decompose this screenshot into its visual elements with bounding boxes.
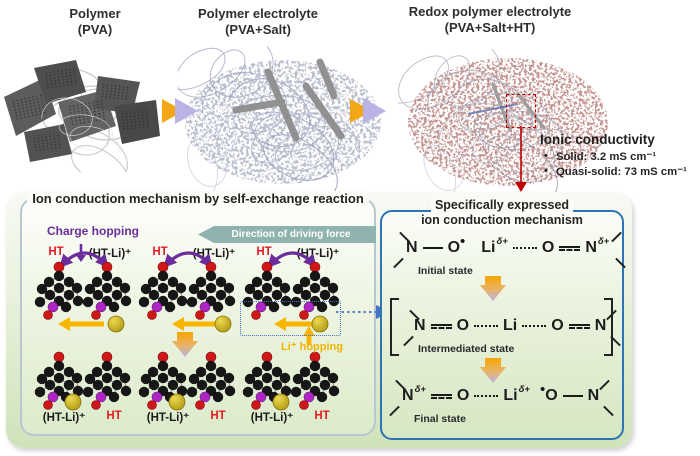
transition-arrow-icon (480, 358, 506, 383)
atom-o: O (551, 317, 564, 334)
pva-salt-structure-image (178, 44, 381, 192)
double-bond (430, 393, 452, 399)
stage-title-redox-polymer-electrolyte: Redox polymer electrolyte (PVA+Salt+HT) (380, 4, 600, 37)
stage-title-line2: (PVA+Salt+HT) (444, 20, 536, 36)
molecule-artwork (34, 244, 340, 411)
atom-li: Li (503, 317, 518, 334)
stage-arrow-icon (162, 98, 198, 124)
pva-structure-image (4, 53, 160, 172)
state-label: Final state (414, 413, 466, 425)
dotted-bond (474, 395, 499, 397)
right-panel-title: Specifically expressed ion conduction me… (382, 198, 622, 228)
molecule-label-ht: HT (210, 410, 226, 422)
single-bond (562, 395, 583, 397)
molecule-label-htli: (HT-Li)⁺ (42, 412, 86, 424)
single-bond (422, 247, 443, 249)
stage-title-line1: Polymer (69, 6, 121, 21)
atom-o: O (456, 387, 470, 404)
intermediate-state-formula: N O Li O N Intermediated state (403, 309, 622, 355)
dotted-bond (522, 325, 547, 327)
bullet-icon: • (544, 150, 548, 162)
atom-n: N (402, 387, 414, 404)
molecule-label-ht: HT (314, 410, 330, 422)
radical-dot: • (539, 380, 546, 398)
left-panel-title: Ion conduction mechanism by self-exchang… (22, 191, 374, 206)
bond-slash (403, 335, 414, 347)
right-panel-title-line1: Specifically expressed (430, 198, 574, 213)
delta-plus: δ+ (496, 235, 508, 247)
conductivity-value: Quasi-solid: 73 mS cm⁻¹ (556, 166, 687, 178)
final-state-formula: N δ+ O Li δ+ • O N Final state (389, 379, 615, 425)
atom-n: N (406, 239, 418, 256)
specific-mechanism-panel: Specifically expressed ion conduction me… (380, 198, 627, 440)
bond-slash (599, 379, 611, 391)
dotted-bond (512, 247, 537, 249)
li-hopping-label: Li⁺ hopping (280, 341, 343, 353)
dotted-bond (474, 325, 499, 327)
delta-plus: δ+ (597, 235, 610, 247)
left-panel-title-text: Ion conduction mechanism by self-exchang… (27, 191, 369, 206)
delta-plus: δ+ (414, 383, 426, 395)
conductivity-item-solid: • Solid: 3.2 mS cm⁻¹ (544, 150, 700, 163)
double-bond (568, 323, 590, 329)
bullet-icon: • (544, 165, 548, 177)
arrow-lavender-part (175, 98, 198, 124)
ionic-conductivity-block: Ionic conductivity • Solid: 3.2 mS cm⁻¹ … (540, 132, 700, 178)
atom-li: Li (481, 239, 496, 256)
stage-title-polymer-electrolyte: Polymer electrolyte (PVA+Salt) (168, 6, 348, 39)
transition-arrow-icon (480, 276, 506, 301)
bond-slash (389, 405, 400, 417)
bracket-right (604, 298, 613, 356)
molecule-label-ht: HT (106, 410, 122, 422)
stage-title-polymer: Polymer (PVA) (15, 6, 175, 39)
double-bond (430, 323, 452, 329)
charge-hopping-label: Charge hopping (47, 224, 139, 238)
delta-plus: δ+ (518, 383, 530, 395)
atom-o: O (456, 317, 470, 334)
stage-title-line2: (PVA+Salt) (225, 22, 291, 38)
atom-n: N (594, 317, 607, 334)
conductivity-value: Solid: 3.2 mS cm⁻¹ (556, 151, 657, 163)
atom-li: Li (503, 387, 518, 404)
atom-o: O (541, 239, 555, 256)
bond-slash (393, 257, 404, 269)
atom-o: O (545, 387, 558, 404)
redox-polymer-structure-image (398, 44, 608, 194)
radical-dot: • (460, 232, 466, 250)
atom-n: N (587, 387, 600, 404)
atom-n: N (585, 239, 597, 256)
bracket-left (390, 298, 399, 356)
li-hopping-highlight-box (240, 301, 341, 336)
right-panel-title-line2: ion conduction mechanism (417, 213, 587, 228)
molecule-label-htli: (HT-Li)⁺ (250, 412, 294, 424)
atom-o: O (447, 239, 461, 256)
self-exchange-mechanism-panel: Ion conduction mechanism by self-exchang… (20, 191, 376, 436)
initial-state-formula: N O • Li δ+ O N δ+ Initial state (393, 231, 627, 277)
stage-arrow-icon (350, 98, 386, 124)
driving-force-arrow: Direction of driving force (198, 226, 376, 243)
double-bond (559, 245, 581, 251)
zoom-callout-arrow (515, 126, 527, 192)
molecule-label-htli: (HT-Li)⁺ (146, 412, 190, 424)
zoom-region-box (506, 94, 536, 128)
arrow-lavender-part (363, 98, 386, 124)
state-label: Intermediated state (418, 343, 515, 355)
ionic-conductivity-title: Ionic conductivity (540, 132, 655, 147)
bond-slash (611, 231, 623, 243)
state-label: Initial state (418, 265, 473, 277)
conductivity-item-quasi-solid: • Quasi-solid: 73 mS cm⁻¹ (544, 165, 700, 178)
stage-title-line2: (PVA) (77, 22, 113, 38)
stage-title-line1: Redox polymer electrolyte (408, 4, 572, 19)
stage-title-line1: Polymer electrolyte (198, 6, 318, 21)
atom-n: N (414, 317, 426, 334)
bond-slash (603, 405, 615, 417)
